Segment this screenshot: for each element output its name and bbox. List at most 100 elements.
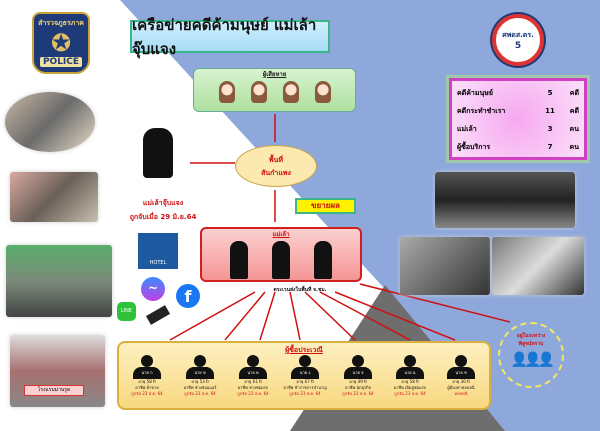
madams-label: แม่เล้า bbox=[272, 231, 290, 238]
madam-silhouette bbox=[314, 241, 332, 279]
buyers-box: ผู้ซื้อประเวณี นาย กอายุ 58 ปีอาชีพ ค้าข… bbox=[117, 341, 491, 410]
area-ellipse: พื้นที่สันกำแพง bbox=[235, 145, 317, 187]
person-icon bbox=[194, 355, 206, 367]
photo-evidence bbox=[492, 237, 584, 295]
buyer-age: อายุ 53 ปี bbox=[191, 379, 209, 384]
victim-icon bbox=[282, 81, 299, 103]
expand-label: ขยายผล bbox=[295, 198, 356, 214]
person-icon bbox=[455, 355, 467, 367]
person-icon bbox=[247, 355, 259, 367]
buyer-age: อายุ 67 ปี bbox=[296, 379, 314, 384]
arrows bbox=[169, 114, 511, 341]
victim-icon bbox=[250, 81, 267, 103]
stat-row: คดีค้ามนุษย์ 5 คดี bbox=[457, 84, 579, 102]
photo-raid bbox=[435, 172, 575, 228]
buyer-job: อาชีพ ช่างซ่อมแอร์ bbox=[183, 385, 217, 390]
buyer-card: นาย กอายุ 58 ปีอาชีพ ค้าขายถูกจับ 23 ส.ค… bbox=[121, 355, 173, 397]
buyer-age: อายุ 61 ปี bbox=[244, 379, 262, 384]
facebook-icon: f bbox=[176, 284, 200, 308]
stat-label: แม่เล้า bbox=[457, 124, 477, 133]
pending-label: อยู่ในระหว่างพิสูจน์ทราบ bbox=[516, 333, 546, 347]
pending-circle: อยู่ในระหว่างพิสูจน์ทราบ 👤👤👤 bbox=[498, 322, 564, 388]
boss-label: แม่เล้าจุ๊บแจงถูกจับเมื่อ 29 มิ.ย.64 bbox=[108, 196, 218, 224]
buyer-date: ถูกจับ 23 ส.ค. 64 bbox=[184, 391, 216, 396]
buyer-name: นาย ฉ bbox=[396, 367, 424, 379]
madam-silhouette bbox=[272, 241, 290, 279]
photo-suspects bbox=[400, 237, 490, 295]
victims-box: ผู้เสียหาย bbox=[193, 68, 356, 112]
stats-box: คดีค้ามนุษย์ 5 คดี คดีกระทำชำเรา 11 คดี แม่เ… bbox=[446, 75, 590, 163]
buyer-date: ถูกจับ 23 ส.ค. 64 bbox=[131, 391, 163, 396]
buyer-date: ถูกจับ 23 ส.ค. 64 bbox=[237, 391, 269, 396]
stat-unit: คน bbox=[569, 124, 579, 133]
buyer-card: นาย จอายุ 49 ปีอาชีพ นักธุรกิจถูกจับ 23 … bbox=[332, 355, 384, 397]
photo-caption: โรงแรมม่านรูด bbox=[24, 385, 84, 396]
buyer-job: อาชีพ ค้าขาย bbox=[135, 385, 159, 390]
star-icon: ✪ bbox=[50, 29, 72, 57]
buyer-name: นาย จ bbox=[344, 367, 372, 379]
buyer-card: นาย ขอายุ 53 ปีอาชีพ ช่างซ่อมแอร์ถูกจับ … bbox=[174, 355, 226, 397]
buyer-job: อาชีพ ข้าราชการบำนาญ bbox=[283, 385, 327, 390]
person-icon bbox=[404, 355, 416, 367]
buyer-card: นาย ชอายุ 30 ปีผู้ต้องหาหลบหนีหลบหนี bbox=[435, 355, 487, 397]
victims-label: ผู้เสียหาย bbox=[262, 71, 287, 78]
buyer-age: อายุ 49 ปี bbox=[349, 379, 367, 384]
logo-text: สำรวจภูธรภาค bbox=[38, 19, 84, 27]
logo-police: POLICE bbox=[40, 57, 82, 67]
buyer-date: หลบหนี bbox=[454, 391, 468, 396]
buyer-name: นาย ข bbox=[186, 367, 214, 379]
buyer-card: นาย คอายุ 61 ปีอาชีพ ช่างซ่อมรถถูกจับ 23… bbox=[227, 355, 279, 397]
police-logo: สำรวจภูธรภาค ✪POLICE bbox=[32, 12, 90, 74]
area-line-1: พื้นที่ bbox=[268, 156, 283, 164]
buyer-name: นาย ง bbox=[291, 367, 319, 379]
buyers-label: ผู้ซื้อประเวณี bbox=[285, 346, 323, 354]
victim-icon bbox=[218, 81, 235, 103]
area-line-2: สันกำแพง bbox=[261, 169, 291, 177]
stat-row: แม่เล้า 3 คน bbox=[457, 120, 579, 138]
hotel-icon: HOTEL bbox=[138, 233, 178, 269]
person-icon bbox=[299, 355, 311, 367]
buyer-card: นาย ฉอายุ 58 ปีอาชีพ เปิดอู่ซ่อมรถถูกจับ… bbox=[384, 355, 436, 397]
stat-value: 3 bbox=[547, 125, 553, 133]
photo-interview bbox=[10, 172, 98, 222]
messenger-icon: ~ bbox=[141, 277, 165, 301]
photo-meeting bbox=[5, 92, 95, 152]
buyer-job: อาชีพ นักธุรกิจ bbox=[345, 385, 371, 390]
buyer-job: อาชีพ ช่างซ่อมรถ bbox=[237, 385, 269, 390]
stat-unit: คดี bbox=[569, 106, 579, 115]
buyer-name: นาย ค bbox=[239, 367, 267, 379]
photo-arrest bbox=[6, 245, 112, 317]
victim-icon bbox=[314, 81, 331, 103]
madams-note: ตระเวนส่งในพื้นที่ จ.ชม. bbox=[273, 287, 327, 293]
stat-value: 11 bbox=[545, 107, 555, 115]
line-icon: LINE bbox=[117, 302, 136, 321]
boss-silhouette bbox=[143, 128, 173, 178]
stat-label: คดีค้ามนุษย์ bbox=[457, 88, 493, 97]
buyer-age: อายุ 30 ปี bbox=[452, 379, 470, 384]
page-title: เครือข่ายคดีค้ามนุษย์ แม่เล้าจุ๊บแจง bbox=[130, 16, 330, 58]
person-icon bbox=[352, 355, 364, 367]
boss-name: แม่เล้าจุ๊บแจง bbox=[142, 199, 184, 207]
buyer-age: อายุ 58 ปี bbox=[138, 379, 156, 384]
seal-number: 5 bbox=[514, 40, 522, 51]
stat-label: คดีกระทำชำเรา bbox=[457, 106, 506, 115]
buyer-name: นาย ช bbox=[447, 367, 475, 379]
buyer-card: นาย งอายุ 67 ปีอาชีพ ข้าราชการบำนาญถูกจั… bbox=[279, 355, 331, 397]
stat-unit: คดี bbox=[569, 88, 579, 97]
unknown-people-icon: 👤👤👤 bbox=[510, 352, 555, 368]
buyer-date: ถูกจับ 23 ส.ค. 64 bbox=[394, 391, 426, 396]
stat-value: 7 bbox=[547, 143, 553, 151]
buyer-date: ถูกจับ 23 ส.ค. 64 bbox=[342, 391, 374, 396]
buyer-job: อาชีพ เปิดอู่ซ่อมรถ bbox=[393, 385, 427, 390]
buyer-date: ถูกจับ 23 ส.ค. 64 bbox=[289, 391, 321, 396]
boss-arrest-date: ถูกจับเมื่อ 29 มิ.ย.64 bbox=[129, 213, 197, 221]
stat-row: คดีกระทำชำเรา 11 คดี bbox=[457, 102, 579, 120]
stat-value: 5 bbox=[547, 89, 553, 97]
person-icon bbox=[141, 355, 153, 367]
madam-silhouette bbox=[230, 241, 248, 279]
buyer-name: นาย ก bbox=[133, 367, 161, 379]
seal-text: ศพดส.ตร. bbox=[502, 30, 534, 39]
madams-box: แม่เล้า bbox=[200, 227, 362, 282]
center-seal: ศพดส.ตร.5 bbox=[492, 14, 544, 66]
